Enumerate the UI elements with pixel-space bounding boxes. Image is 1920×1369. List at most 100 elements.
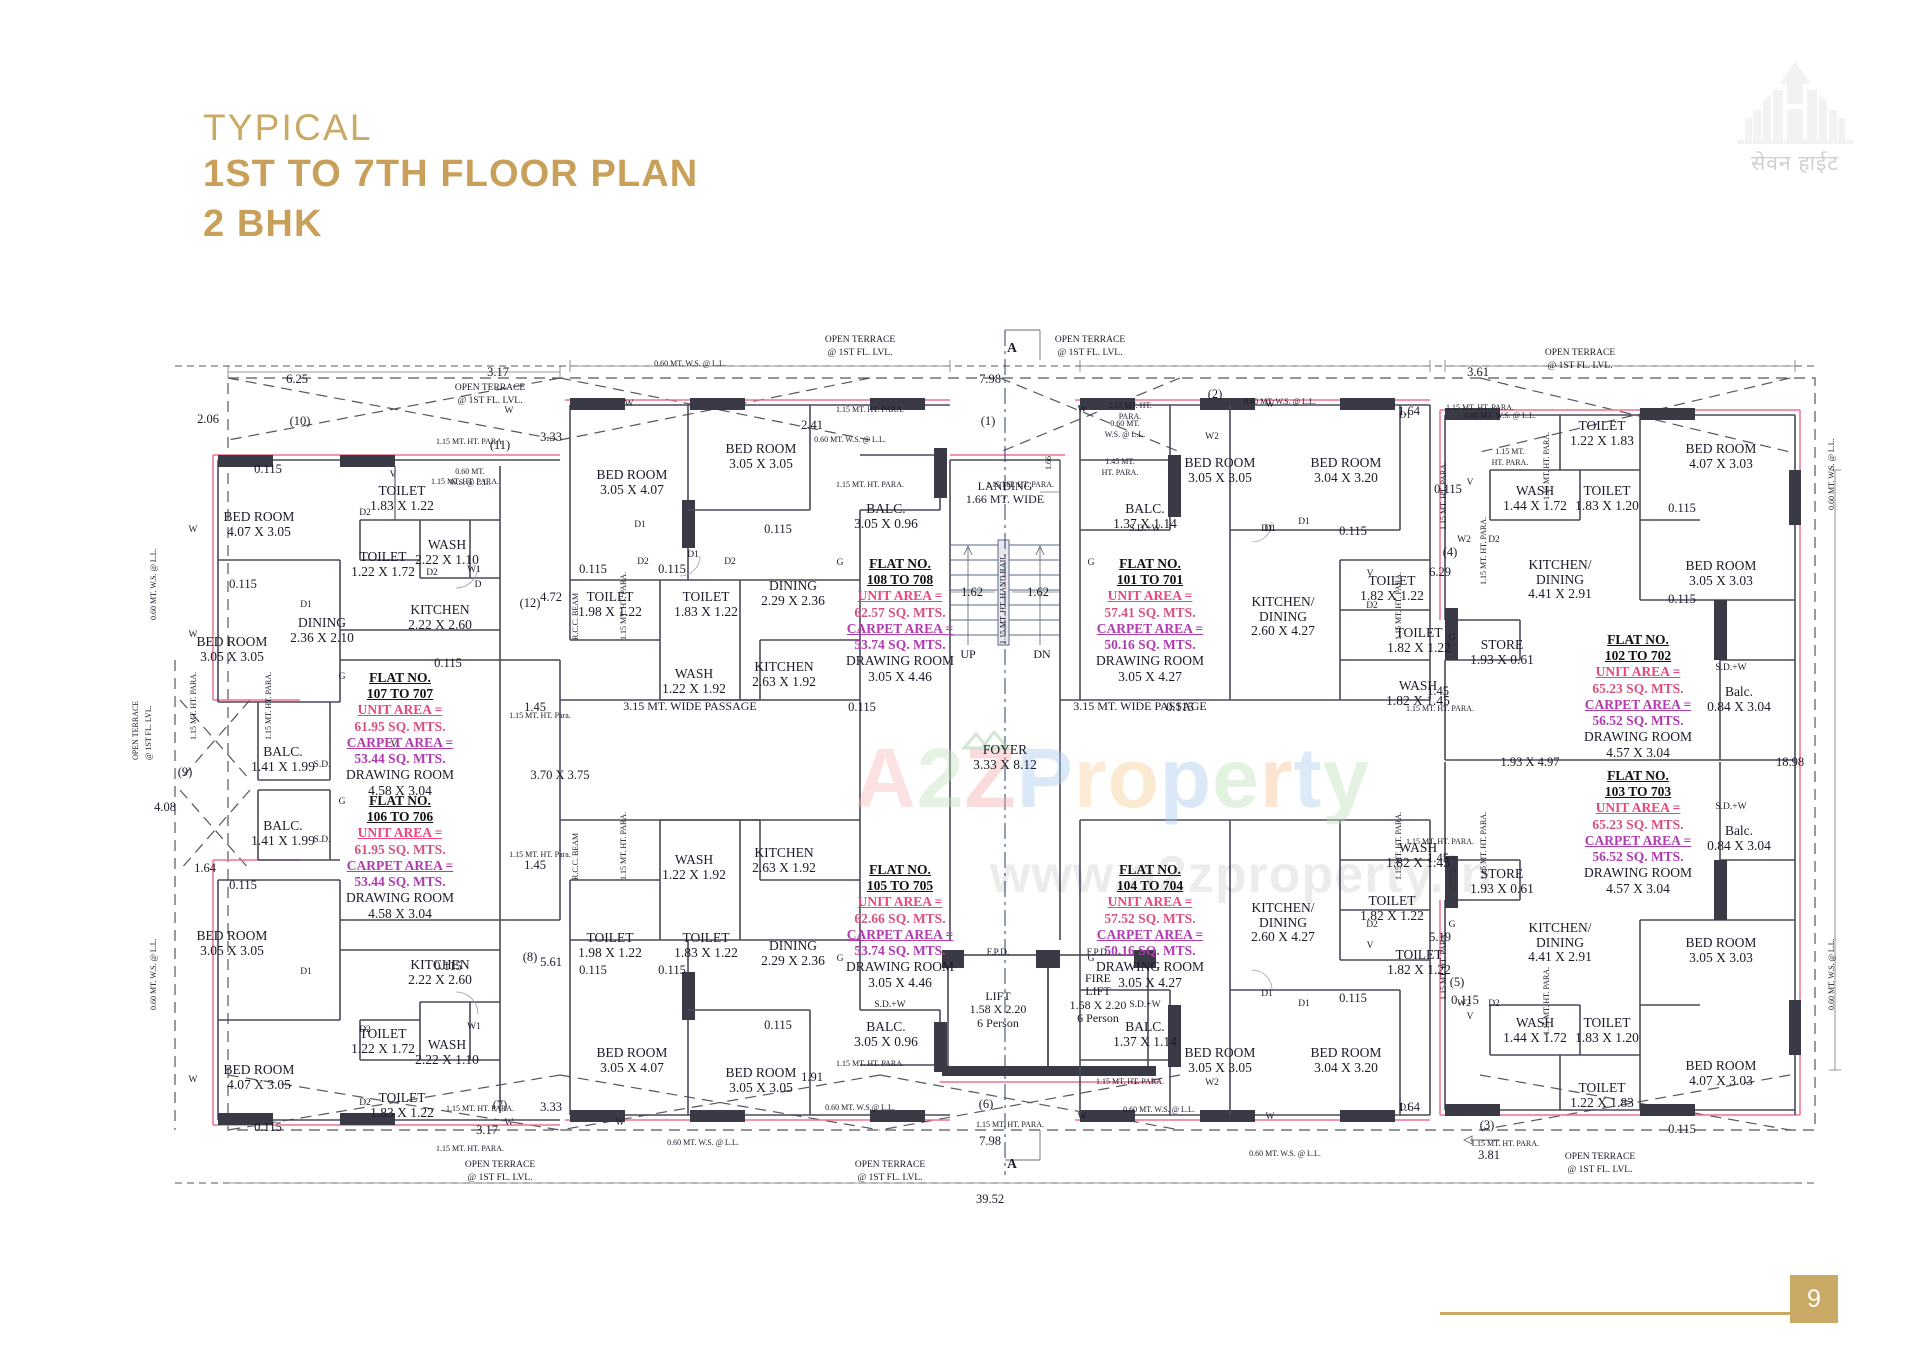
side-note: 1.15 MT. HT. PARA.	[1394, 571, 1403, 640]
parapet-note: 1.15 MT. HT. PARA.	[835, 405, 905, 414]
room-label: Balc.0.84 X 3.04	[1707, 823, 1771, 854]
opening-tag: D	[474, 580, 482, 590]
callout-label: (6)	[978, 1097, 994, 1111]
opening-tag: W	[1077, 405, 1087, 415]
opening-tag: D2	[724, 557, 736, 567]
parapet-note: 1.15 MT. HT. PARA.	[430, 477, 500, 486]
passage-label: 3.15 MT. WIDE PASSAGE	[1073, 699, 1207, 713]
opening-tag: D2	[637, 557, 649, 567]
dimension-label: 3.61	[1467, 365, 1489, 379]
callout-label: (2)	[1207, 387, 1223, 401]
side-note: @ 1ST FL. LVL.	[144, 705, 153, 760]
open-terrace-note: OPEN TERRACE	[1054, 335, 1126, 345]
ws-note: 0.60 MT. W.S.@ L.L.	[825, 1103, 895, 1112]
flat-101-unit-area-label: UNIT AREA =	[1107, 588, 1193, 604]
title-block: TYPICAL 1ST TO 7TH FLOOR PLAN 2 BHK	[203, 105, 698, 249]
side-note: 0.60 MT. W.S. @ L.L.	[1827, 938, 1836, 1010]
callout-label: (10)	[289, 414, 311, 428]
flat-102-drawing-room: DRAWING ROOM	[1583, 729, 1693, 745]
flat-105-drawing-room-dim: 3.05 X 4.46	[868, 975, 932, 991]
flat-106-unit-area: 61.95 SQ. MTS.	[354, 841, 446, 857]
ws-note: W.S. @ L.L.	[449, 478, 491, 487]
flat-103-number: 103 TO 703	[1604, 784, 1672, 800]
side-note: 1.15 MT. HT. PARA.	[264, 671, 273, 740]
opening-tag: G	[1087, 954, 1095, 964]
parapet-note: 1.15 MT. HT. PARA.	[435, 437, 505, 446]
opening-tag: W	[1265, 400, 1275, 410]
dimension-label: 1.64	[1398, 404, 1420, 418]
dimension-label: 0.115	[1668, 1122, 1696, 1136]
opening-tag: W1	[467, 1022, 481, 1032]
ws-note: 0.60 MT. W.S. @ L.L.	[1123, 1105, 1195, 1114]
room-label: KITCHEN/DINING	[1528, 557, 1592, 588]
room-label: 2.60 X 4.27	[1251, 929, 1315, 944]
flat-102-drawing-room-dim: 4.57 X 3.04	[1606, 745, 1670, 761]
opening-tag: D1	[1298, 517, 1310, 527]
opening-tag: S.D.	[313, 760, 331, 770]
wm-letter-o: o	[1107, 731, 1160, 825]
flat-108-title: FLAT NO.	[869, 556, 931, 571]
dimension-label: 0.115	[579, 963, 607, 977]
dimension-label: 0.115	[254, 1120, 282, 1134]
dimension-label: 6.25	[286, 372, 308, 386]
flat-106-drawing-room-dim: 4.58 X 3.04	[368, 906, 432, 922]
wm-letter-p: P	[1016, 731, 1074, 825]
ws-note: 0.60 MT. W.S. @ L.L.	[1464, 411, 1536, 420]
ws-note: 0.60 MT.	[1110, 419, 1140, 428]
opening-tag: D2	[359, 1025, 371, 1035]
room-label: Balc.0.84 X 3.04	[1707, 684, 1771, 715]
dimension-label: 0.115	[434, 656, 462, 670]
opening-tag: S.D.+W	[874, 1000, 906, 1010]
stair-right-dim: 1.62	[1027, 585, 1049, 599]
parapet-note: 1.15 MT. HT. Para.	[509, 850, 571, 859]
side-note: 0.60 MT. W.S. @ L.L.	[1827, 438, 1836, 510]
flat-106-carpet-area-label: CARPET AREA =	[346, 857, 454, 873]
dimension-label: 1.64	[194, 861, 216, 875]
flat-103-drawing-room-dim: 4.57 X 3.04	[1606, 881, 1670, 897]
side-note: 1.15 MT. HT. PARA.	[619, 571, 628, 640]
side-note: 0.60 MT. W.S. @ L.L.	[149, 548, 158, 620]
dimension-label: 0.115	[434, 959, 462, 973]
room-label: BALC.3.05 X 0.96	[854, 1019, 918, 1050]
flat-104-drawing-room-dim: 3.05 X 4.27	[1118, 975, 1182, 991]
dimension-label: 1.91	[801, 1070, 823, 1084]
dimension-label: 1.45	[524, 858, 546, 872]
title-line-3: 2 BHK	[203, 202, 323, 245]
parapet-note: 1.15 MT. HT. PARA.	[1095, 1077, 1165, 1086]
opening-tag: D1	[687, 550, 699, 560]
side-note: 1.15 MT. HT. PARA.	[1394, 811, 1403, 880]
dimension-label: 0.115	[229, 577, 257, 591]
parapet-note: HT. PARA.	[1491, 458, 1529, 467]
opening-tag: W2	[1457, 535, 1471, 545]
dimension-label: 18.98	[1775, 755, 1805, 769]
ws-note: 0.60 MT. W.S. @ L.L.	[654, 359, 726, 368]
dimension-label: 7.98	[979, 1134, 1001, 1148]
dimension-label: 1.93 X 4.97	[1500, 755, 1560, 769]
opening-tag: V	[390, 740, 398, 750]
watermark-house-icon	[960, 729, 1012, 750]
dimension-label: 3.70 X 3.75	[530, 768, 590, 782]
flat-102-unit-area-label: UNIT AREA =	[1595, 664, 1681, 680]
room-label: 4.41 X 2.91	[1528, 949, 1592, 964]
opening-tag: D1	[1399, 411, 1411, 421]
callout-label: (12)	[519, 596, 541, 610]
callout-label: (4)	[1442, 545, 1458, 559]
dimension-label: 1.64	[1398, 1100, 1420, 1114]
parapet-note: 1.15 MT. HT. PARA.	[835, 1059, 905, 1068]
